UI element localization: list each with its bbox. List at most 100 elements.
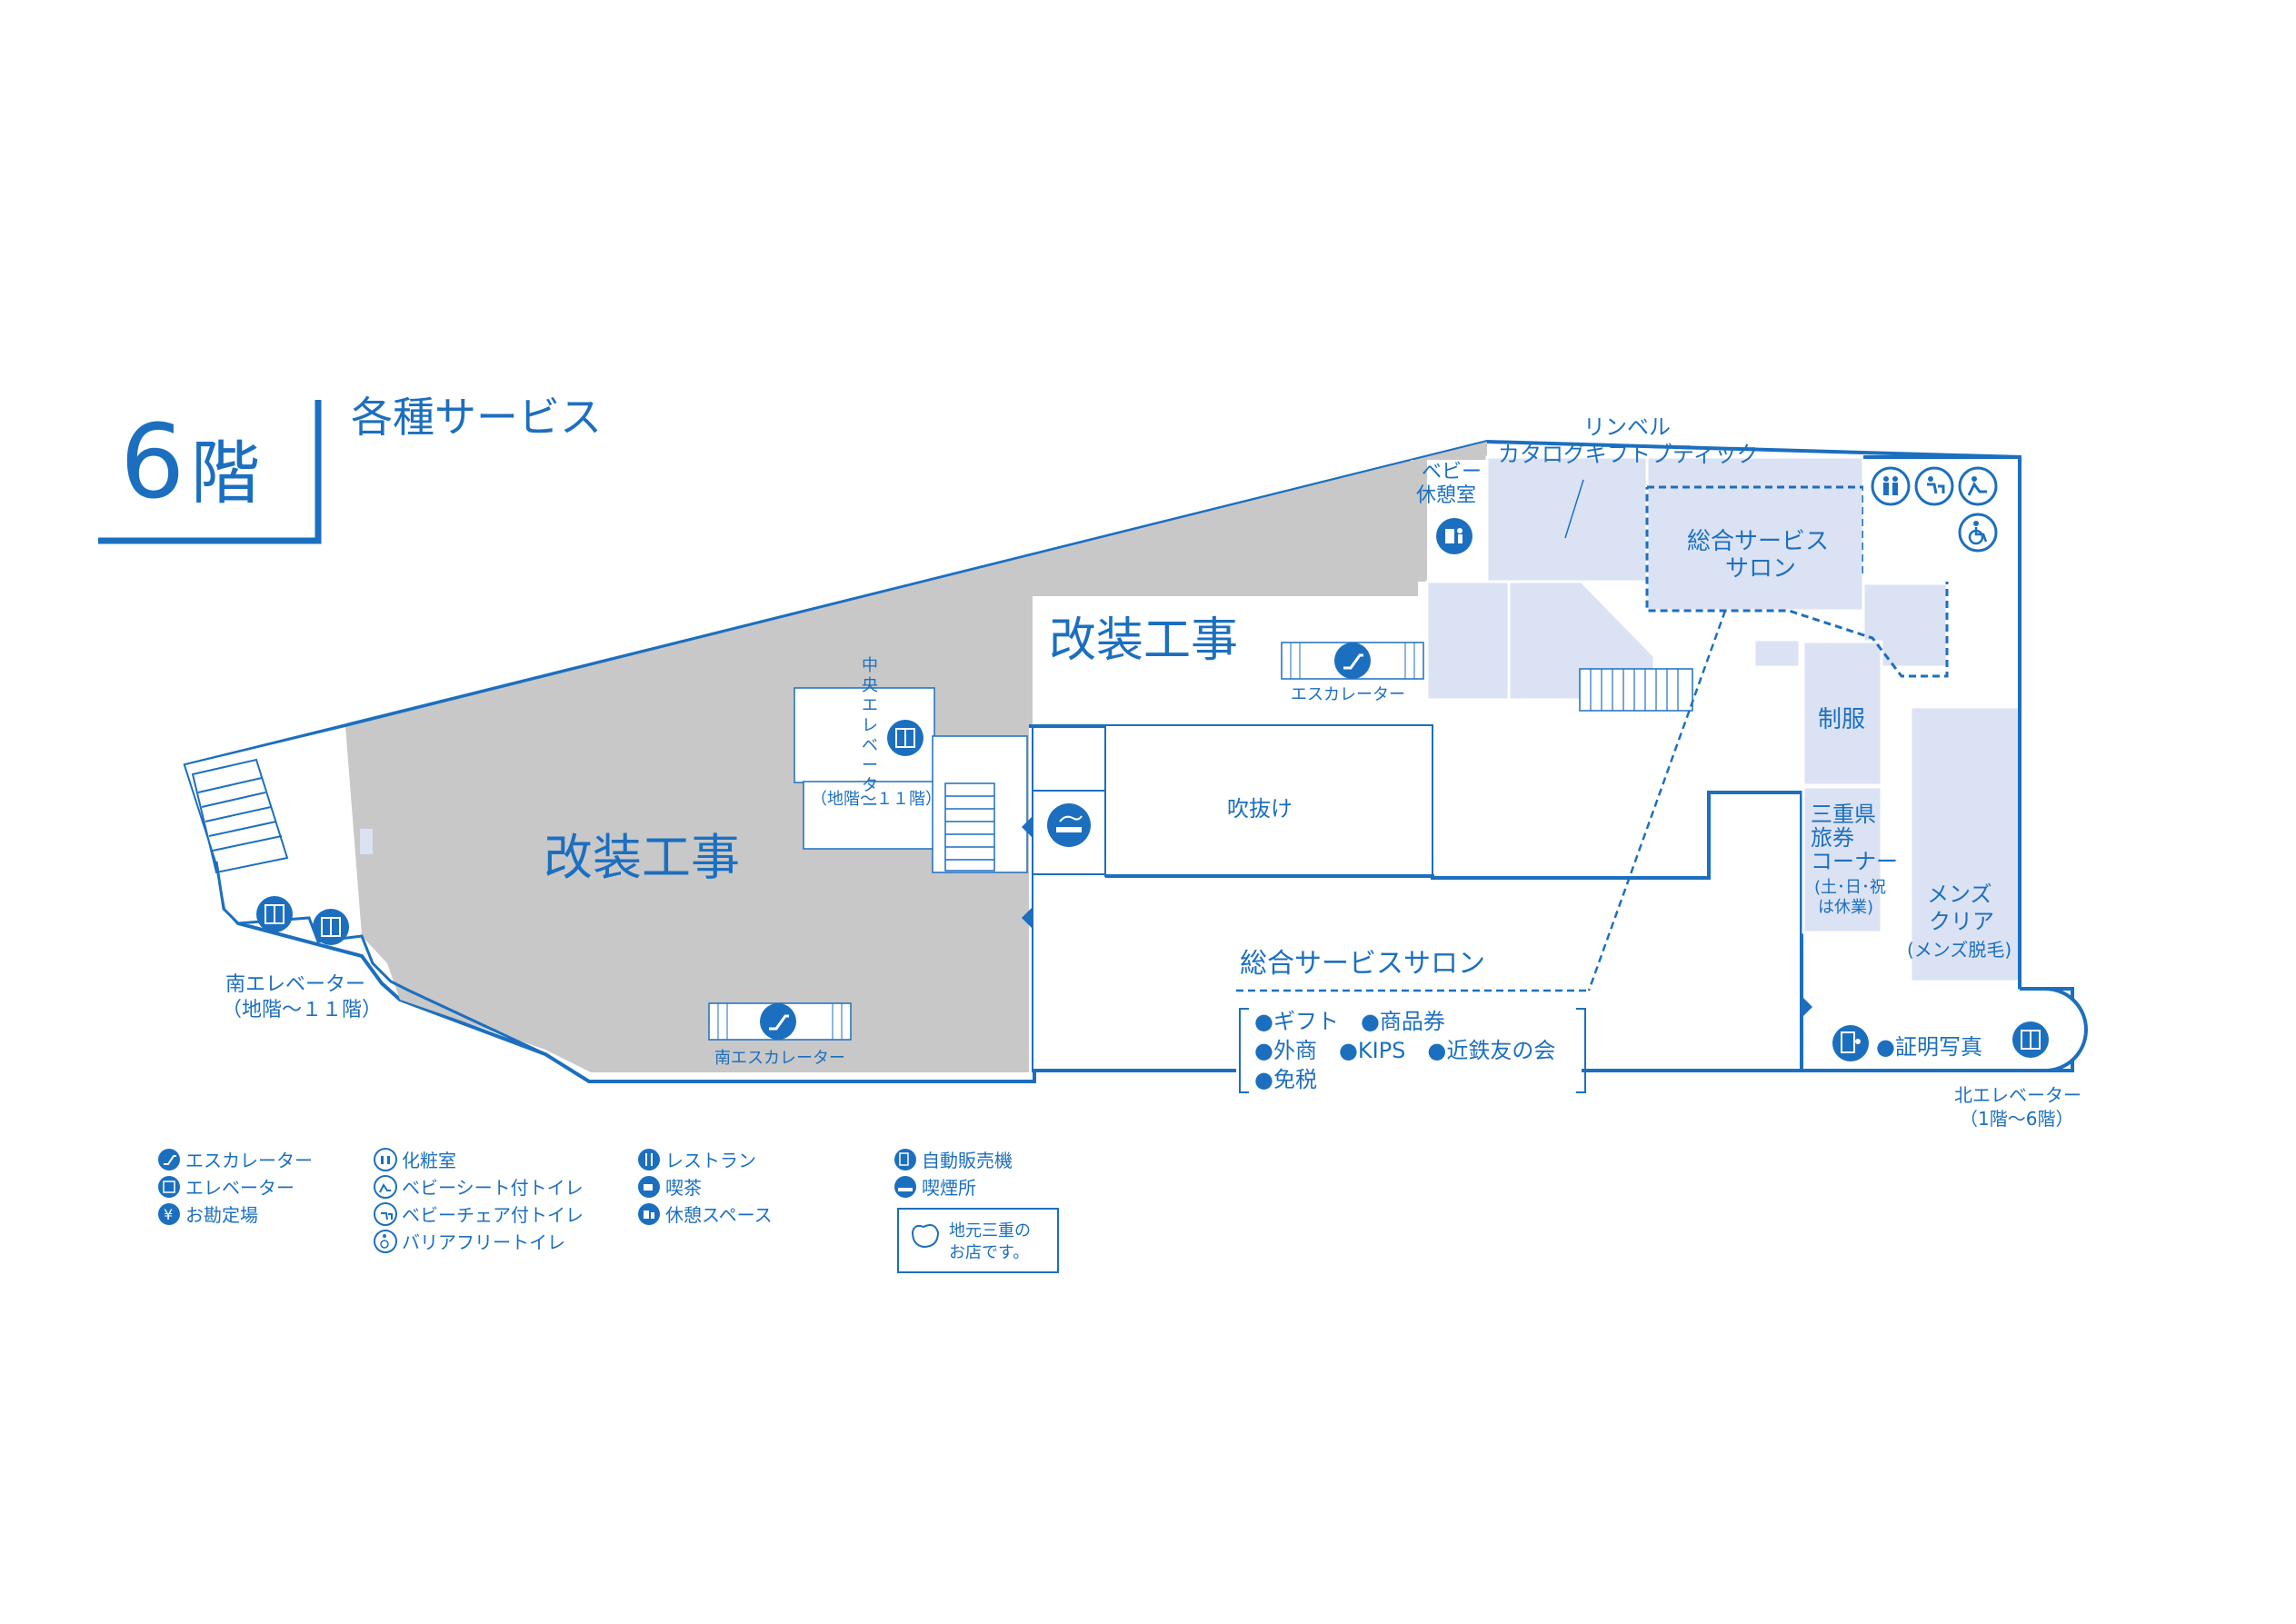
legend-rest-space [638,1203,660,1225]
legend-label: エレベーター [185,1177,294,1199]
south-elevator-range: （地階～１１階） [222,999,382,1021]
salon-callout: 総合サービスサロン ●ギフト ●商品券 ●外商 ●KIPS ●近鉄友の会 ●免税 [1236,948,1586,1093]
rest-space-icon [1436,518,1472,554]
entry-arrow [1802,996,1812,1018]
baby-room-label-1: ベビー [1422,461,1482,483]
legend-escalator [158,1149,180,1171]
salon-callout-row3: ●免税 [1254,1067,1317,1092]
photo-booth-label: ●証明写真 [1876,1034,1982,1060]
vchar: ー [862,796,878,815]
entry-arrow [1022,907,1033,929]
baby-chair-icon [1914,466,1954,506]
local-store-label-1: 地元三重の [949,1221,1031,1240]
escalator-south-label: 南エスカレーター [714,1049,845,1068]
legend-baby-seat [374,1175,397,1199]
escalator-center-label: エスカレーター [1291,685,1405,704]
legend-label: 自動販売機 [922,1150,1013,1171]
floor-title: 6 階 各種サービス [98,393,602,544]
salon-label-2: サロン [1725,555,1796,583]
north-elevator-name: 北エレベーター [1954,1084,2081,1106]
smoking-icon [1047,803,1091,847]
legend-wheelchair [374,1230,397,1253]
travel-shop [1802,785,1883,934]
south-stair-zone [185,727,590,1083]
legend-elevator [158,1176,180,1198]
travel-label-1: 三重県 [1811,802,1876,827]
baby-room: ベビー 休憩室 [1416,461,1482,554]
legend-label: ベビーチェア付トイレ [402,1204,584,1226]
legend-label: バリアフリートイレ [402,1231,565,1253]
legend-label: お勘定場 [185,1204,258,1226]
salon-leader-1 [1587,610,1727,991]
floor-number: 6 [120,404,185,522]
vchar: タ [862,776,878,795]
rinbel-shop [1485,455,1649,583]
mens-label-3: (メンズ脱毛) [1907,939,2011,961]
mens-label-2: クリア [1929,909,1994,934]
vchar: ー [862,756,878,775]
elevator-icon [256,896,293,932]
vchar: レ [862,716,878,735]
central-stairs [944,782,995,872]
legend-label: エスカレーター [185,1150,313,1171]
legend-label: 喫煙所 [922,1177,976,1199]
elevator-icon [887,720,923,756]
travel-label-2: 旅券 [1811,825,1854,851]
travel-label-3: コーナー [1811,849,1898,874]
floor-kanji: 階 [191,433,260,513]
legend-label: 化粧室 [402,1150,456,1171]
salon-shop-ext [1862,582,1949,669]
corridor-wall [1105,791,1803,1071]
central-elevator-range: （地階～１１階） [811,790,942,809]
legend-yen: ¥ [158,1203,180,1225]
legend-label: ベビーシート付トイレ [402,1177,584,1199]
legend-restroom [374,1148,397,1171]
north-stairs [1579,668,1693,712]
south-wall [215,861,590,1083]
travel-label-5: は休業) [1818,898,1873,917]
floor-category: 各種サービス [351,393,602,442]
svg-text:¥: ¥ [164,1206,173,1223]
uniform-label: 制服 [1818,706,1865,733]
north-elevator-range: （1階～6階） [1960,1108,2073,1130]
south-escalator: 南エスカレーター [708,1002,852,1068]
vchar: 央 [862,676,878,695]
entry-arrow [1022,816,1033,838]
baby-seat-icon [1958,466,1998,506]
uniform-shop [1802,640,1883,787]
wheelchair-icon [1958,513,1998,553]
salon-label-1: 総合サービス [1687,528,1829,555]
north-stair-steps [1590,669,1679,711]
vchar: エ [862,696,878,715]
salon-callout-row2: ●外商 ●KIPS ●近鉄友の会 [1254,1038,1555,1063]
restroom-icon-group [1863,457,2020,582]
escalator-icon [1334,643,1371,679]
legend: エスカレーター エレベーター ¥ お勘定場 化粧室 ベビーシート付トイレ ベビー… [158,1148,1059,1273]
vchar: 中 [862,656,878,675]
south-elevators: 南エレベーター （地階～１１階） [222,896,382,1021]
construction-label-upper: 改装工事 [1049,613,1238,668]
mens-label-1: メンズ [1927,882,1992,907]
legend-label: 休憩スペース [665,1204,773,1226]
restroom-icon [1871,466,1911,506]
center-escalator: エスカレーター [1281,642,1424,704]
escalator-icon [760,1003,796,1040]
local-store-box [897,1208,1059,1273]
legend-label: レストラン [665,1150,756,1171]
title-bracket [98,400,322,544]
elevator-icon [313,909,349,945]
local-store-label-2: お店です。 [949,1243,1029,1262]
legend-vending [894,1149,916,1171]
construction-label-main: 改装工事 [544,829,740,886]
south-stairs [191,758,289,874]
north-elevator-bay [1802,987,2088,1072]
central-elevator-vertical-label: 中 央 エ レ ベ ー タ ー [862,656,878,815]
rinbel-leader [1564,479,1584,539]
salon-callout-row1: ●ギフト ●商品券 [1254,1009,1445,1034]
right-wall [1863,455,2021,989]
rinbel-label-2: カタログギフトブティック [1498,442,1759,467]
shop-areas [1425,455,2021,983]
south-door [360,829,373,854]
right-zone: 吹抜け [1022,724,1812,1072]
